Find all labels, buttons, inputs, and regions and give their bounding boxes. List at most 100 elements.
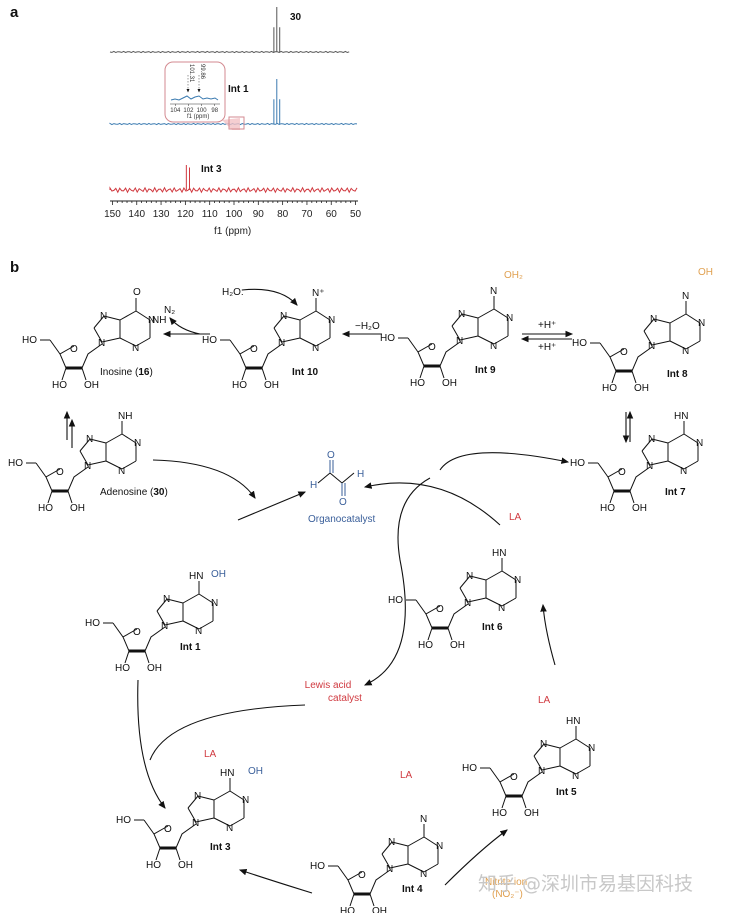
svg-text:N: N <box>498 603 505 614</box>
x-tick-label: 70 <box>301 209 313 220</box>
svg-text:OH: OH <box>147 663 162 674</box>
reagent-minus-h2o: −H₂O <box>355 321 380 332</box>
svg-text:N: N <box>682 291 689 302</box>
svg-text:OH: OH <box>698 267 713 278</box>
svg-text:OH: OH <box>372 906 387 913</box>
svg-text:N: N <box>458 309 465 320</box>
svg-text:H: H <box>310 480 317 491</box>
svg-text:N: N <box>648 341 655 352</box>
svg-text:HO: HO <box>22 335 37 346</box>
svg-text:N: N <box>490 341 497 352</box>
svg-text:H: H <box>357 469 364 480</box>
svg-text:HO: HO <box>492 808 507 819</box>
svg-text:HN: HN <box>220 768 234 779</box>
label-int5: Int 5 <box>556 787 577 798</box>
arrow-n2-loss <box>169 317 201 335</box>
inset-xlabel: f1 (ppm) <box>187 114 209 120</box>
svg-text:OH: OH <box>70 503 85 514</box>
svg-text:HO: HO <box>388 595 403 606</box>
svg-text:HO: HO <box>410 378 425 389</box>
svg-text:N: N <box>118 466 125 477</box>
panel-a-label: a <box>10 4 19 21</box>
inset-connector <box>222 118 240 130</box>
legend-int1: Int 1 <box>228 84 249 95</box>
svg-text:N: N <box>466 571 473 582</box>
arrow-equilibrium-fwd <box>237 491 307 521</box>
svg-text:O: O <box>618 467 626 478</box>
svg-text:N: N <box>682 346 689 357</box>
svg-text:HO: HO <box>310 861 325 872</box>
svg-text:HO: HO <box>115 663 130 674</box>
svg-text:N: N <box>132 343 139 354</box>
svg-text:HN: HN <box>674 411 688 422</box>
svg-text:HO: HO <box>572 338 587 349</box>
svg-text:N: N <box>572 771 579 782</box>
svg-text:HO: HO <box>146 860 161 871</box>
x-tick-label: 110 <box>202 209 218 220</box>
svg-text:OH: OH <box>264 380 279 391</box>
svg-text:N: N <box>386 864 393 875</box>
inset-tick-label: 98 <box>211 108 218 114</box>
svg-text:HO: HO <box>85 618 100 629</box>
svg-text:O: O <box>70 344 78 355</box>
reagent-nitrite-label: Nitrite ion <box>485 877 527 888</box>
x-tick-label: 120 <box>177 209 194 220</box>
svg-text:OH: OH <box>450 640 465 651</box>
inset-trace <box>170 95 219 101</box>
svg-text:OH: OH <box>84 380 99 391</box>
inset-tick-label: 100 <box>197 108 208 114</box>
inset-frame <box>164 61 226 123</box>
label-int4: Int 4 <box>402 884 423 895</box>
svg-text:HO: HO <box>340 906 355 913</box>
svg-text:N: N <box>388 837 395 848</box>
svg-text:HO: HO <box>602 383 617 394</box>
arrow-int5-to-int6 <box>540 603 556 666</box>
svg-text:N: N <box>464 598 471 609</box>
svg-text:HO: HO <box>462 763 477 774</box>
legend-int3: Int 3 <box>201 164 222 175</box>
svg-text:N: N <box>436 841 443 852</box>
inset-tick-label: 104 <box>170 108 181 114</box>
svg-text:HO: HO <box>600 503 615 514</box>
x-tick-label: 140 <box>128 209 145 220</box>
x-tick-label: 100 <box>226 209 243 220</box>
svg-text:OH: OH <box>248 766 263 777</box>
svg-text:OH: OH <box>211 569 226 580</box>
svg-text:O: O <box>620 347 628 358</box>
svg-text:O: O <box>164 824 172 835</box>
svg-text:OH: OH <box>632 503 647 514</box>
inset-tick-label: 102 <box>183 108 194 114</box>
svg-text:NH: NH <box>152 315 166 326</box>
svg-text:N: N <box>490 286 497 297</box>
svg-text:O: O <box>250 344 258 355</box>
lewis-acid-label-2: catalyst <box>328 693 362 704</box>
la-int4: LA <box>400 770 413 781</box>
arrow-int1-to-int3 <box>137 679 166 809</box>
panel-b-label: b <box>10 259 19 276</box>
label-inosine: Inosine (16) <box>100 367 153 378</box>
svg-text:N: N <box>698 318 705 329</box>
svg-text:HO: HO <box>202 335 217 346</box>
label-int6: Int 6 <box>482 622 503 633</box>
svg-text:O: O <box>339 497 347 508</box>
svg-text:N: N <box>98 338 105 349</box>
reagent-plus-h-bottom: +H⁺ <box>538 342 556 353</box>
la-int6: LA <box>509 512 522 523</box>
svg-text:N: N <box>538 766 545 777</box>
svg-text:N: N <box>312 343 319 354</box>
svg-text:HO: HO <box>232 380 247 391</box>
lewis-acid-label-1: Lewis acid <box>305 680 352 691</box>
label-adenosine: Adenosine (30) <box>100 487 168 498</box>
svg-text:N: N <box>540 739 547 750</box>
watermark: 知乎 @深圳市易基因科技 <box>478 873 693 895</box>
svg-text:N: N <box>514 575 521 586</box>
arrow-h2o-attack <box>241 288 298 306</box>
